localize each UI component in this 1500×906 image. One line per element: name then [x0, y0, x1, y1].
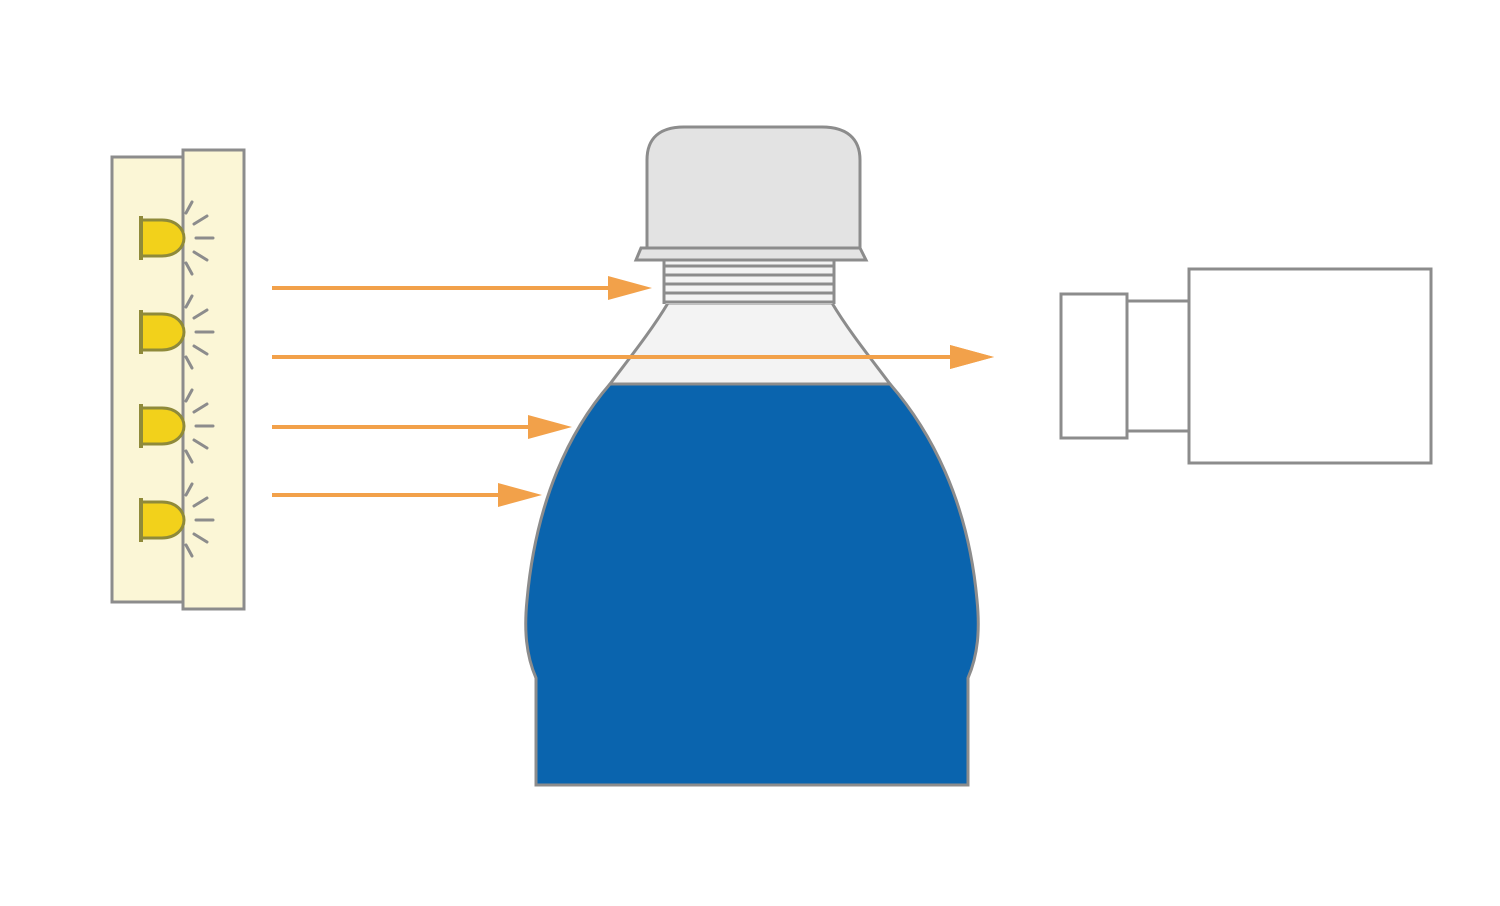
led-bulb: [139, 500, 186, 540]
led-icon: [139, 388, 215, 464]
led-glow-tick: [192, 344, 209, 356]
bottle-cap-rim: [633, 246, 869, 262]
led-glow-tick: [184, 261, 194, 276]
led-glow-tick: [184, 355, 194, 370]
bottle-neck-threads: [662, 260, 836, 304]
led-icon: [139, 482, 215, 558]
led-glow-tick: [184, 200, 194, 215]
led-glow-tick: [192, 496, 209, 508]
ray-arrowhead: [498, 483, 542, 507]
led-bulb: [139, 312, 186, 352]
led-glow-tick: [184, 294, 194, 309]
ray-arrowhead: [950, 345, 994, 369]
camera-lens-mount: [1125, 299, 1191, 433]
led-glow-tick: [192, 532, 209, 544]
light-panel: [110, 148, 246, 611]
led-icon: [139, 200, 215, 276]
camera-lens: [1059, 292, 1129, 440]
bottle-icon: [524, 125, 980, 787]
bottle-cap-icon: [645, 125, 862, 250]
led-glow-tick: [192, 250, 209, 262]
camera-body: [1187, 267, 1433, 465]
led-glow-tick: [192, 308, 209, 320]
ray-overlay: [600, 345, 994, 369]
led-bulb: [139, 406, 186, 446]
camera-icon: [1059, 267, 1433, 465]
led-glow-tick: [184, 388, 194, 403]
led-glow-tick: [184, 449, 194, 464]
bottle-shoulder-glass: [606, 301, 894, 386]
bottle-liquid: [524, 382, 980, 787]
led-glow-tick: [192, 438, 209, 450]
led-icon: [139, 294, 215, 370]
led-glow-tick: [184, 482, 194, 497]
led-bulb: [139, 218, 186, 258]
led-glow-tick: [192, 214, 209, 226]
led-light-bar-icon: [110, 148, 246, 611]
led-glow-tick: [192, 402, 209, 414]
led-glow-tick: [184, 543, 194, 558]
ray-arrowhead: [528, 415, 572, 439]
ray-arrowhead: [608, 276, 652, 300]
